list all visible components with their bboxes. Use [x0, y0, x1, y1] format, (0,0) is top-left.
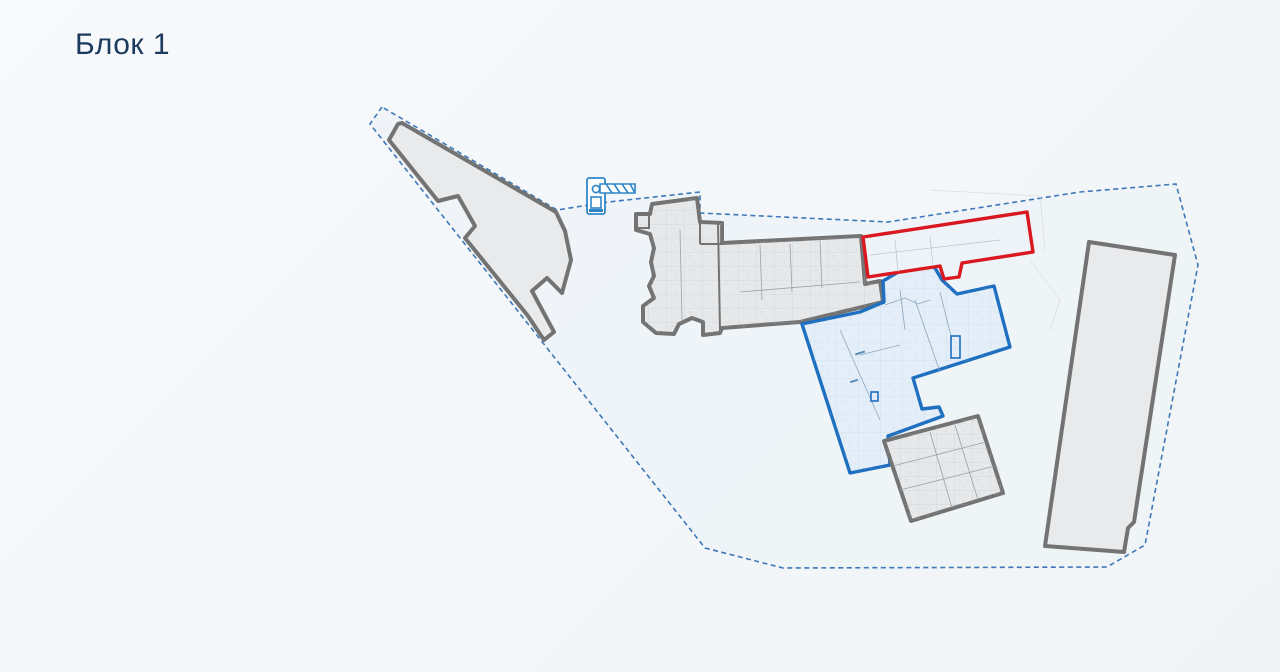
building-south-annex[interactable] [882, 414, 1005, 523]
section-red-north[interactable] [861, 210, 1035, 281]
building-east-long[interactable] [1043, 240, 1177, 554]
building-central[interactable] [634, 196, 885, 337]
section-blue-main[interactable] [800, 262, 1012, 475]
barrier-gate-icon[interactable] [586, 177, 636, 215]
building-west-wedge[interactable] [387, 121, 573, 342]
page-title: Блок 1 [75, 28, 171, 61]
